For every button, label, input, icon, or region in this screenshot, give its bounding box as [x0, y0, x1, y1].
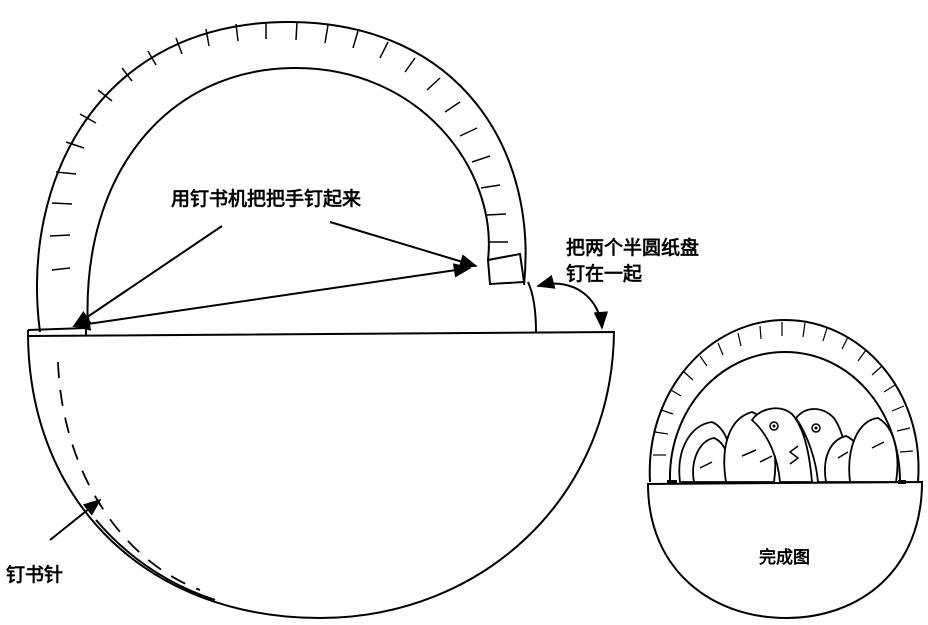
finished-handle-inner	[668, 350, 901, 483]
finished-basket: 完成图	[646, 318, 924, 620]
finished-handle-tab-left	[667, 480, 677, 484]
fish-7	[848, 417, 899, 483]
fish-eyes	[769, 421, 821, 433]
arrow-staple-baseline	[72, 263, 472, 331]
front-half-plate	[26, 330, 616, 620]
finished-handle-outer	[648, 318, 920, 483]
finished-handle-ticks	[653, 322, 914, 456]
fish-4	[750, 407, 813, 483]
label-staple-handle: 用钉书机把把手钉起来	[171, 187, 361, 210]
fish-group	[678, 407, 899, 483]
plate-lower-edge	[95, 519, 216, 601]
arrow-staples	[49, 498, 102, 541]
arrow-join-plates	[536, 274, 609, 330]
label-staples: 钉书针	[6, 563, 63, 586]
handle-inner-arc	[86, 66, 490, 331]
arrow-staple-right	[329, 221, 478, 269]
label-join-plates-line1: 把两个半圆纸盘	[566, 236, 699, 259]
label-join-plates-line2: 钉在一起	[566, 262, 643, 285]
handle-tab-right	[486, 252, 526, 286]
arrow-staple-left	[72, 225, 223, 328]
fish-fins	[699, 441, 885, 469]
handle-tick-marks	[49, 21, 508, 271]
main-assembly	[26, 20, 616, 620]
back-half-plate-edge	[27, 281, 537, 336]
label-finished: 完成图	[759, 547, 810, 568]
finished-handle-tab-right	[898, 480, 906, 484]
finished-front-plate	[646, 480, 924, 620]
handle-outer-arc	[36, 20, 527, 333]
